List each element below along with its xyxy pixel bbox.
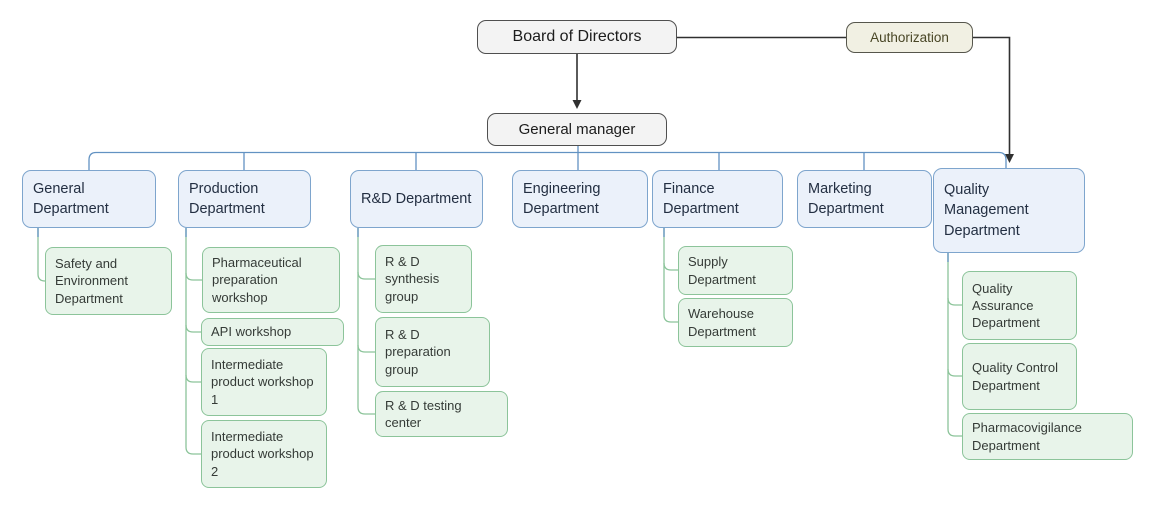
node-sub-safety-environment: Safety and Environment Department <box>45 247 172 315</box>
node-dept-rnd: R&D Department <box>350 170 483 228</box>
node-label: Quality Assurance Department <box>972 280 1040 331</box>
node-label: Marketing Department <box>808 180 884 217</box>
node-sub-rd-preparation-group: R & D preparation group <box>375 317 490 387</box>
node-sub-api-workshop: API workshop <box>201 318 344 346</box>
node-sub-rd-testing-center: R & D testing center <box>375 391 508 437</box>
node-dept-marketing: Marketing Department <box>797 170 932 228</box>
green-connectors <box>37 228 962 455</box>
node-label: Pharmaceutical preparation workshop <box>212 255 302 305</box>
node-label: R&D Department <box>361 190 472 207</box>
node-label: Intermediate product workshop 2 <box>211 429 314 479</box>
node-sub-pharma-preparation-workshop: Pharmaceutical preparation workshop <box>202 247 340 313</box>
node-board-of-directors: Board of Directors <box>477 20 677 54</box>
node-label: Quality Management Department <box>944 182 1029 239</box>
node-dept-finance: Finance Department <box>652 170 783 228</box>
node-sub-quality-control: Quality Control Department <box>962 343 1077 410</box>
node-label: R & D preparation group <box>385 327 451 377</box>
branch-stubs <box>37 228 949 262</box>
node-sub-intermediate-workshop-1: Intermediate product workshop 1 <box>201 348 327 416</box>
node-label: Safety and Environment Department <box>55 256 128 306</box>
node-label: Quality Control Department <box>972 360 1058 393</box>
node-label: Finance Department <box>663 180 739 217</box>
node-label: API workshop <box>211 324 292 340</box>
node-sub-quality-assurance: Quality Assurance Department <box>962 271 1077 340</box>
node-label: Authorization <box>870 30 949 45</box>
node-label: Board of Directors <box>512 28 642 45</box>
node-sub-intermediate-workshop-2: Intermediate product workshop 2 <box>201 420 327 488</box>
node-dept-engineering: Engineering Department <box>512 170 648 228</box>
node-label: Engineering Department <box>523 180 601 217</box>
node-label: R & D testing center <box>385 397 462 430</box>
node-authorization: Authorization <box>846 22 973 53</box>
node-label: General Department <box>33 180 109 217</box>
blue-connectors <box>88 146 1007 170</box>
node-label: Warehouse Department <box>688 306 756 339</box>
node-dept-general: General Department <box>22 170 156 228</box>
node-label: Supply Department <box>688 254 756 287</box>
node-sub-pharmacovigilance: Pharmacovigilance Department <box>962 413 1133 460</box>
node-label: General manager <box>518 121 636 138</box>
node-dept-quality-management: Quality Management Department <box>933 168 1085 253</box>
node-sub-rd-synthesis-group: R & D synthesis group <box>375 245 472 313</box>
node-dept-production: Production Department <box>178 170 311 228</box>
node-label: Pharmacovigilance Department <box>972 420 1082 453</box>
node-label: R & D synthesis group <box>385 254 440 304</box>
node-sub-warehouse-department: Warehouse Department <box>678 298 793 347</box>
black-connectors <box>572 36 1014 163</box>
node-sub-supply-department: Supply Department <box>678 246 793 295</box>
node-general-manager: General manager <box>487 113 667 146</box>
node-label: Production Department <box>189 180 265 217</box>
node-label: Intermediate product workshop 1 <box>211 357 314 407</box>
